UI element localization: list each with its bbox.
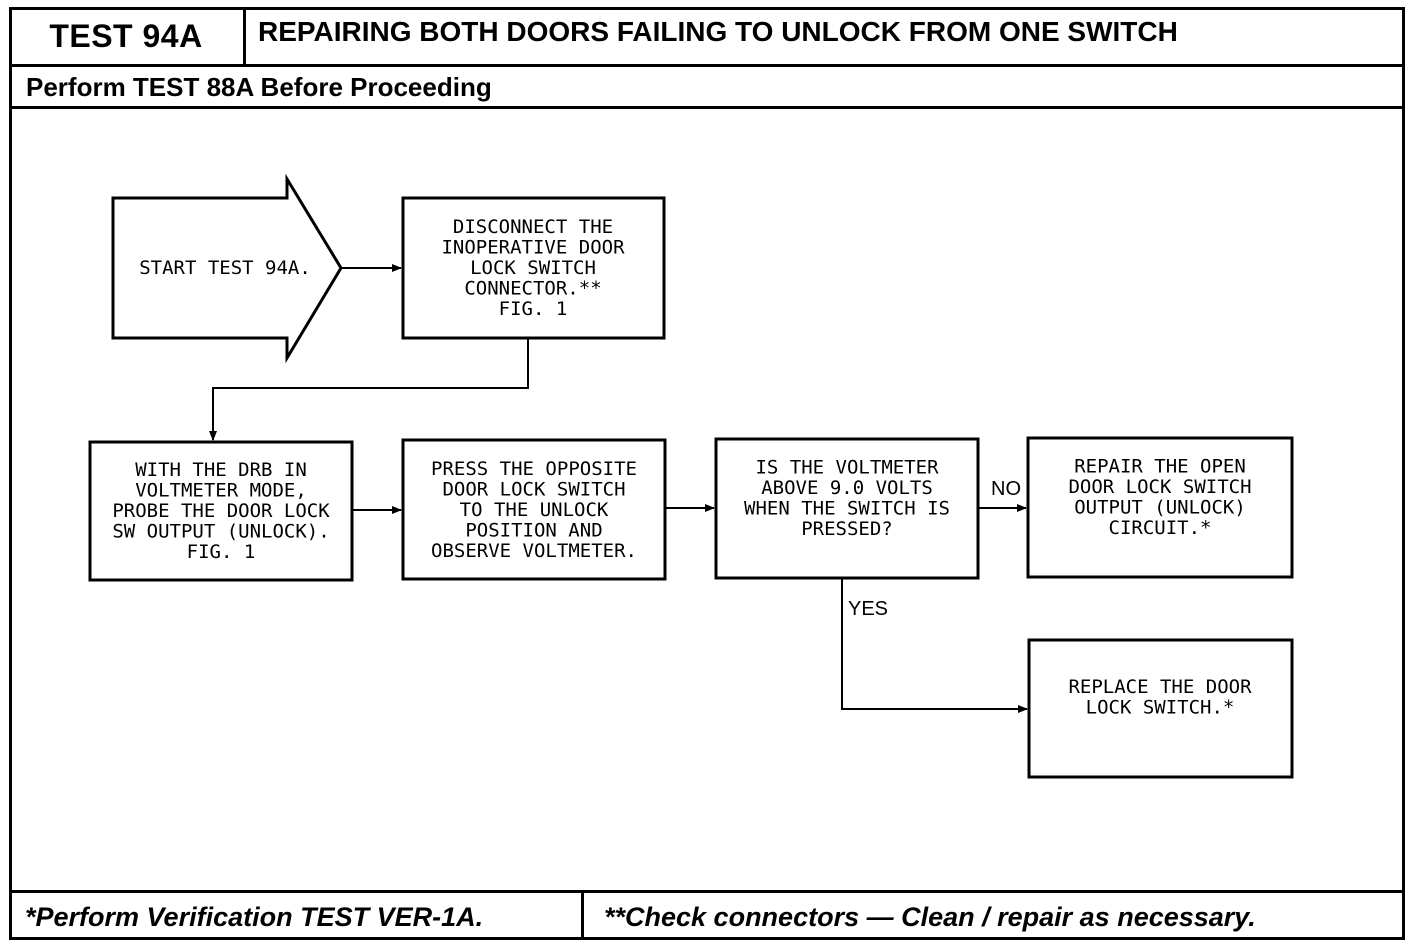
box-text-line: ABOVE 9.0 VOLTS	[761, 477, 933, 499]
box-text-line: OUTPUT (UNLOCK)	[1074, 496, 1246, 518]
arrow-step1-to-step2	[209, 338, 529, 441]
footer-column-divider	[581, 891, 584, 940]
box-text-line: REPAIR THE OPEN	[1074, 455, 1246, 477]
box-text-line: OBSERVE VOLTMETER.	[431, 540, 637, 562]
test-title: REPAIRING BOTH DOORS FAILING TO UNLOCK F…	[258, 16, 1178, 47]
box-text-line: WITH THE DRB IN	[135, 459, 307, 481]
page-frame	[9, 7, 1405, 940]
box-text-line: FIG. 1	[499, 298, 568, 320]
box-text-line: DOOR LOCK SWITCH	[442, 479, 625, 501]
header-divider	[9, 64, 1405, 67]
box-text-line: CIRCUIT.*	[1109, 517, 1212, 539]
box-text-line: REPLACE THE DOOR	[1068, 676, 1252, 698]
box-text-line: INOPERATIVE DOOR	[441, 237, 625, 259]
label-yes: YES	[848, 598, 888, 620]
box-text-line: FIG. 1	[187, 541, 256, 563]
box-text-line: DOOR LOCK SWITCH	[1068, 476, 1251, 498]
box-text-line: PRESSED?	[801, 518, 893, 540]
box-text-line: DISCONNECT THE	[453, 216, 613, 238]
test-id: TEST 94A	[9, 7, 246, 66]
box-text-line: VOLTMETER MODE,	[135, 480, 307, 502]
footer-note-verification: *Perform Verification TEST VER-1A.	[25, 901, 484, 932]
label-no: NO	[991, 478, 1021, 500]
box-text-line: LOCK SWITCH.*	[1086, 696, 1235, 718]
box-text-line: WHEN THE SWITCH IS	[744, 497, 950, 519]
start-node-text: START TEST 94A.	[139, 257, 311, 279]
arrow-decision-yes	[841, 578, 1028, 713]
box-text-line: SW OUTPUT (UNLOCK).	[112, 521, 329, 543]
box-text-line: LOCK SWITCH	[470, 257, 596, 279]
footer-note-connectors: **Check connectors — Clean / repair as n…	[604, 901, 1256, 932]
box-text-line: IS THE VOLTMETER	[755, 456, 939, 478]
box-text-line: TO THE UNLOCK	[460, 499, 609, 521]
prerequisite-note: Perform TEST 88A Before Proceeding	[26, 72, 492, 102]
prereq-divider	[9, 106, 1405, 109]
box-text-line: POSITION AND	[465, 520, 602, 542]
box-text-line: CONNECTOR.**	[464, 278, 601, 300]
box-text-line: START TEST 94A.	[139, 257, 311, 279]
footer-divider	[9, 890, 1405, 893]
start-node: START TEST 94A.	[111, 173, 343, 364]
box-text-line: PRESS THE OPPOSITE	[431, 458, 637, 480]
box-text-line: PROBE THE DOOR LOCK	[112, 500, 330, 522]
